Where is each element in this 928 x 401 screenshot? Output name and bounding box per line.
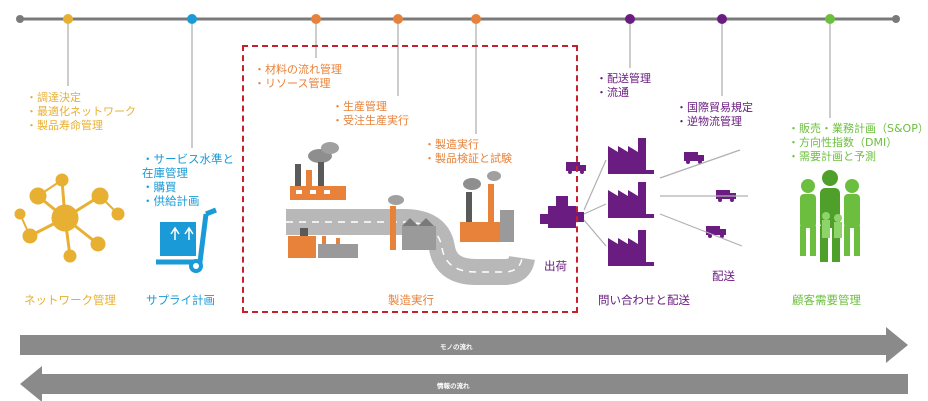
bullet-item: 在庫管理 [142, 166, 188, 180]
distribution-lines [583, 149, 748, 247]
factory-illustration-2 [288, 228, 358, 258]
timeline-start-dot [16, 15, 24, 23]
demand-caption: 顧客需要管理 [792, 293, 861, 307]
goods-flow-arrow [20, 327, 908, 363]
bullet-item: ・製品寿命管理 [26, 119, 103, 132]
timeline-dot [471, 14, 481, 24]
warehouse-icon-2 [608, 182, 654, 218]
factory-illustration-3 [388, 195, 436, 250]
factory-illustration-4 [460, 171, 514, 242]
timeline-dot [311, 14, 321, 24]
delivery-bullets-2: ・国際貿易規定 ・逆物流管理 [676, 101, 753, 129]
warehouse-icon-3 [608, 230, 654, 266]
info-flow-arrow [20, 366, 908, 401]
timeline-dot [625, 14, 635, 24]
truck-icon-4 [706, 226, 726, 238]
manufacturing-bullets-3: ・製造実行 ・製品検証と試験 [424, 138, 512, 166]
supply-caption: サプライ計画 [146, 293, 215, 307]
manufacturing-dashed-frame [242, 45, 578, 313]
network-caption: ネットワーク管理 [24, 293, 116, 307]
bullet-item: ・生産管理 [332, 100, 387, 113]
timeline-dot [825, 14, 835, 24]
bullet-item: ・逆物流管理 [676, 115, 742, 128]
bullet-item: ・需要計画と予測 [788, 150, 876, 163]
bullet-item: ・流通 [596, 86, 629, 99]
bullet-item: ・最適化ネットワーク [26, 105, 136, 118]
timeline-dot [393, 14, 403, 24]
delivery-label: 配送 [712, 269, 735, 283]
bullet-item: ・リソース管理 [254, 77, 331, 90]
manufacturing-bullets-1: ・材料の流れ管理 ・リソース管理 [254, 63, 342, 91]
truck-icon-2 [684, 152, 704, 164]
warehouse-icon-1 [608, 138, 654, 174]
network-bullets: ・調達決定 ・最適化ネットワーク ・製品寿命管理 [26, 91, 136, 133]
network-icon [14, 173, 125, 263]
customers-icon [800, 170, 860, 262]
manufacturing-caption: 製造実行 [388, 293, 434, 307]
delivery-caption: 問い合わせと配送 [598, 293, 690, 307]
bullet-item: ・製造実行 [424, 138, 479, 151]
bullet-item: ・方向性指数（DMI） [788, 136, 898, 149]
info-flow-label: 情報の流れ [437, 382, 470, 390]
demand-bullets: ・販売・業務計画（S&OP） ・方向性指数（DMI） ・需要計画と予測 [788, 122, 928, 164]
truck-icon-1 [566, 162, 586, 174]
shipping-label: 出荷 [544, 259, 567, 273]
supply-bullets: ・サービス水準と 在庫管理 ・購買 ・供給計画 [142, 152, 234, 208]
hand-truck-icon [156, 207, 217, 273]
bullet-item: ・購買 [142, 180, 177, 194]
timeline-end-dot [892, 15, 900, 23]
bullet-item: ・国際貿易規定 [676, 101, 753, 114]
delivery-bullets-1: ・配送管理 ・流通 [596, 72, 651, 100]
bullet-item: ・製品検証と試験 [424, 152, 512, 165]
manufacturing-bullets-2: ・生産管理 ・受注生産実行 [332, 100, 409, 128]
bullet-item: ・材料の流れ管理 [254, 63, 342, 76]
bullet-item: ・調達決定 [26, 91, 81, 104]
bullet-item: ・配送管理 [596, 72, 651, 85]
factory-illustration-1 [290, 142, 346, 200]
bullet-item: ・サービス水準と [142, 152, 234, 166]
timeline-dot [187, 14, 197, 24]
bullet-item: ・販売・業務計画（S&OP） [788, 122, 928, 135]
bullet-item: ・受注生産実行 [332, 114, 409, 127]
bullet-item: ・供給計画 [142, 194, 200, 208]
timeline-dot [63, 14, 73, 24]
timeline-dot [717, 14, 727, 24]
goods-flow-label: モノの流れ [440, 343, 473, 351]
shipping-hub-icon [540, 196, 584, 228]
